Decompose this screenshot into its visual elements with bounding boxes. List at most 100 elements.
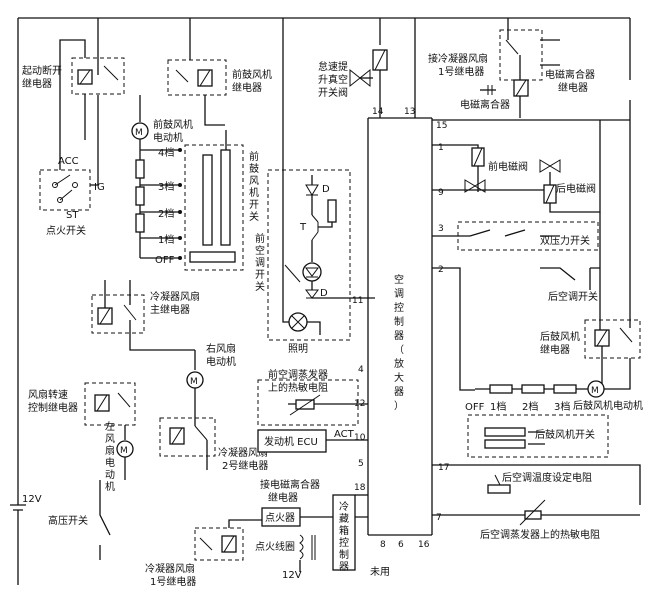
starter-cut-relay: 起动断开 继电器 bbox=[22, 39, 125, 140]
amp-10: ） bbox=[394, 400, 404, 412]
front-blower-resistors: 4档 3档 2档 1档 OFF bbox=[135, 146, 182, 266]
cond-fan-main-label-2: 主继电器 bbox=[150, 303, 190, 316]
supply-12v-label: 12V bbox=[22, 494, 42, 505]
pin-8: 8 bbox=[380, 540, 386, 550]
rear-evap-thermistor-label: 后空调蒸发器上的热敏电阻 bbox=[480, 528, 600, 541]
lfm-2: 风 bbox=[105, 433, 115, 445]
lfm-4: 电 bbox=[105, 456, 115, 469]
speed-4: 4档 bbox=[158, 146, 174, 159]
fas-5: 关 bbox=[255, 280, 265, 293]
front-valve-label: 前电磁阀 bbox=[488, 160, 528, 173]
fbs-2: 鼓 bbox=[249, 162, 259, 175]
rear-speed-off: OFF bbox=[465, 402, 485, 413]
clutch-relay-label-2: 继电器 bbox=[558, 81, 588, 94]
fridge-controller: 冷 藏 箱 控 制 器 未用 bbox=[332, 494, 390, 578]
front-blower-relay: 前鼓风机 继电器 bbox=[167, 59, 272, 126]
top-power-rail bbox=[17, 17, 631, 505]
lfm-5: 动 bbox=[105, 469, 115, 481]
right-fan-label-2: 电动机 bbox=[206, 355, 236, 368]
pin-3: 3 bbox=[438, 224, 444, 234]
engine-ecu: 发动机 ECU ACT bbox=[257, 429, 368, 453]
to-clutch-relay-2: 继电器 bbox=[268, 491, 298, 504]
fc-3: 箱 bbox=[339, 524, 349, 537]
diode-d2: D bbox=[320, 288, 328, 299]
fas-1: 前 bbox=[255, 232, 265, 245]
front-ac-switch-module: D T D 照明 bbox=[267, 169, 375, 355]
starter-relay-label-2: 继电器 bbox=[22, 77, 52, 90]
pin-18: 18 bbox=[354, 483, 366, 493]
amp-6: （ bbox=[394, 344, 404, 356]
fan-speed-control-relay: 风扇转速 控制继电器 bbox=[28, 382, 136, 426]
act-label: ACT bbox=[334, 429, 355, 440]
lfm-6: 机 bbox=[105, 480, 115, 493]
dual-pressure-label: 双压力开关 bbox=[540, 234, 590, 247]
pin-11: 11 bbox=[352, 296, 363, 306]
pin-2: 2 bbox=[438, 265, 444, 275]
pin-6: 6 bbox=[398, 540, 404, 550]
amp-2: 调 bbox=[394, 288, 404, 300]
pin-17: 17 bbox=[438, 463, 449, 473]
rear-valve-label: 后电磁阀 bbox=[556, 182, 596, 195]
front-blower-switch: 前 鼓 风 机 开 关 前 空 调 开 关 bbox=[184, 130, 265, 293]
to-fan1-relay-1: 接冷凝器风扇 bbox=[428, 52, 488, 65]
fan-speed-relay-label-1: 风扇转速 bbox=[28, 388, 68, 401]
rear-ac-switch-label: 后空调开关 bbox=[548, 290, 598, 303]
unused-label: 未用 bbox=[370, 566, 390, 578]
idle-valve-label-2: 升真空 bbox=[318, 73, 348, 86]
pin-14: 14 bbox=[372, 107, 384, 117]
fas-2: 空 bbox=[255, 244, 265, 257]
starter-relay-label-1: 起动断开 bbox=[22, 64, 62, 77]
fbs-5: 开 bbox=[249, 200, 259, 211]
amp-3: 控 bbox=[394, 301, 404, 314]
rear-blower-switch-label: 后鼓风机开关 bbox=[535, 428, 595, 441]
fas-3: 调 bbox=[255, 257, 265, 269]
supply-12v-bottom: 12V bbox=[282, 570, 302, 581]
rear-speed-3: 3档 bbox=[554, 400, 570, 413]
speed-off: OFF bbox=[155, 255, 175, 266]
fbs-1: 前 bbox=[249, 150, 259, 163]
fas-4: 开 bbox=[255, 270, 265, 281]
speed-3: 3档 bbox=[158, 180, 174, 193]
rear-blower-relay-label-2: 继电器 bbox=[540, 343, 570, 356]
left-fan-motor: M 左 风 扇 电 动 机 bbox=[105, 420, 134, 493]
front-blower-motor-label-1: 前鼓风机 bbox=[153, 118, 193, 131]
pin-13: 13 bbox=[404, 107, 415, 117]
amp-8: 大 bbox=[394, 371, 404, 384]
front-evap-label-1: 前空调蒸发器 bbox=[268, 368, 328, 381]
front-evap-thermistor: 前空调蒸发器 上的热敏电阻 bbox=[257, 368, 368, 426]
ignition-coil: 点火线圈 12V bbox=[255, 534, 316, 581]
fc-4: 控 bbox=[339, 536, 349, 549]
amp-1: 空 bbox=[394, 273, 404, 286]
fc-1: 冷 bbox=[339, 500, 349, 513]
idle-valve-label-1: 怠速提 bbox=[318, 60, 348, 73]
to-fan1-relay-2: 1号继电器 bbox=[438, 65, 484, 78]
acc-label: ACC bbox=[58, 156, 79, 167]
cond-fan1-label-1: 冷凝器风扇 bbox=[145, 562, 195, 575]
front-blower-relay-label-2: 继电器 bbox=[232, 81, 262, 94]
cond-fan2-label-1: 冷凝器风扇 bbox=[218, 446, 268, 459]
idle-up-valve: 怠速提 升真空 开关阀 bbox=[318, 49, 388, 99]
rear-temp-resistor-label: 后空调温度设定电阻 bbox=[502, 471, 592, 484]
rear-speed-2: 2档 bbox=[522, 400, 538, 413]
transistor-t: T bbox=[299, 222, 307, 233]
diode-d1: D bbox=[322, 184, 330, 195]
fc-6: 器 bbox=[339, 561, 349, 573]
amp-4: 制 bbox=[394, 315, 404, 328]
right-fan-motor: M 右风扇 电动机 bbox=[186, 342, 236, 420]
rear-speed-1: 1档 bbox=[490, 400, 506, 413]
front-blower-relay-label-1: 前鼓风机 bbox=[232, 68, 272, 81]
ignition-switch-label: 点火开关 bbox=[46, 224, 86, 237]
svg-text:M: M bbox=[120, 446, 128, 456]
cond-fan1-label-2: 1号继电器 bbox=[150, 575, 196, 588]
clutch-relay-label-1: 电磁离合器 bbox=[545, 68, 595, 81]
amp-5: 器 bbox=[394, 330, 404, 342]
hp-switch-label: 高压开关 bbox=[48, 514, 88, 527]
st-label: ST bbox=[66, 210, 79, 221]
fc-2: 藏 bbox=[339, 513, 349, 525]
fbs-4: 机 bbox=[249, 186, 259, 199]
pin-15: 15 bbox=[436, 121, 447, 131]
pin-1: 1 bbox=[438, 143, 444, 153]
front-blower-motor-label-2: 电动机 bbox=[153, 131, 183, 144]
left-supply-and-hp-switch: 12V 高压开关 bbox=[10, 480, 111, 585]
